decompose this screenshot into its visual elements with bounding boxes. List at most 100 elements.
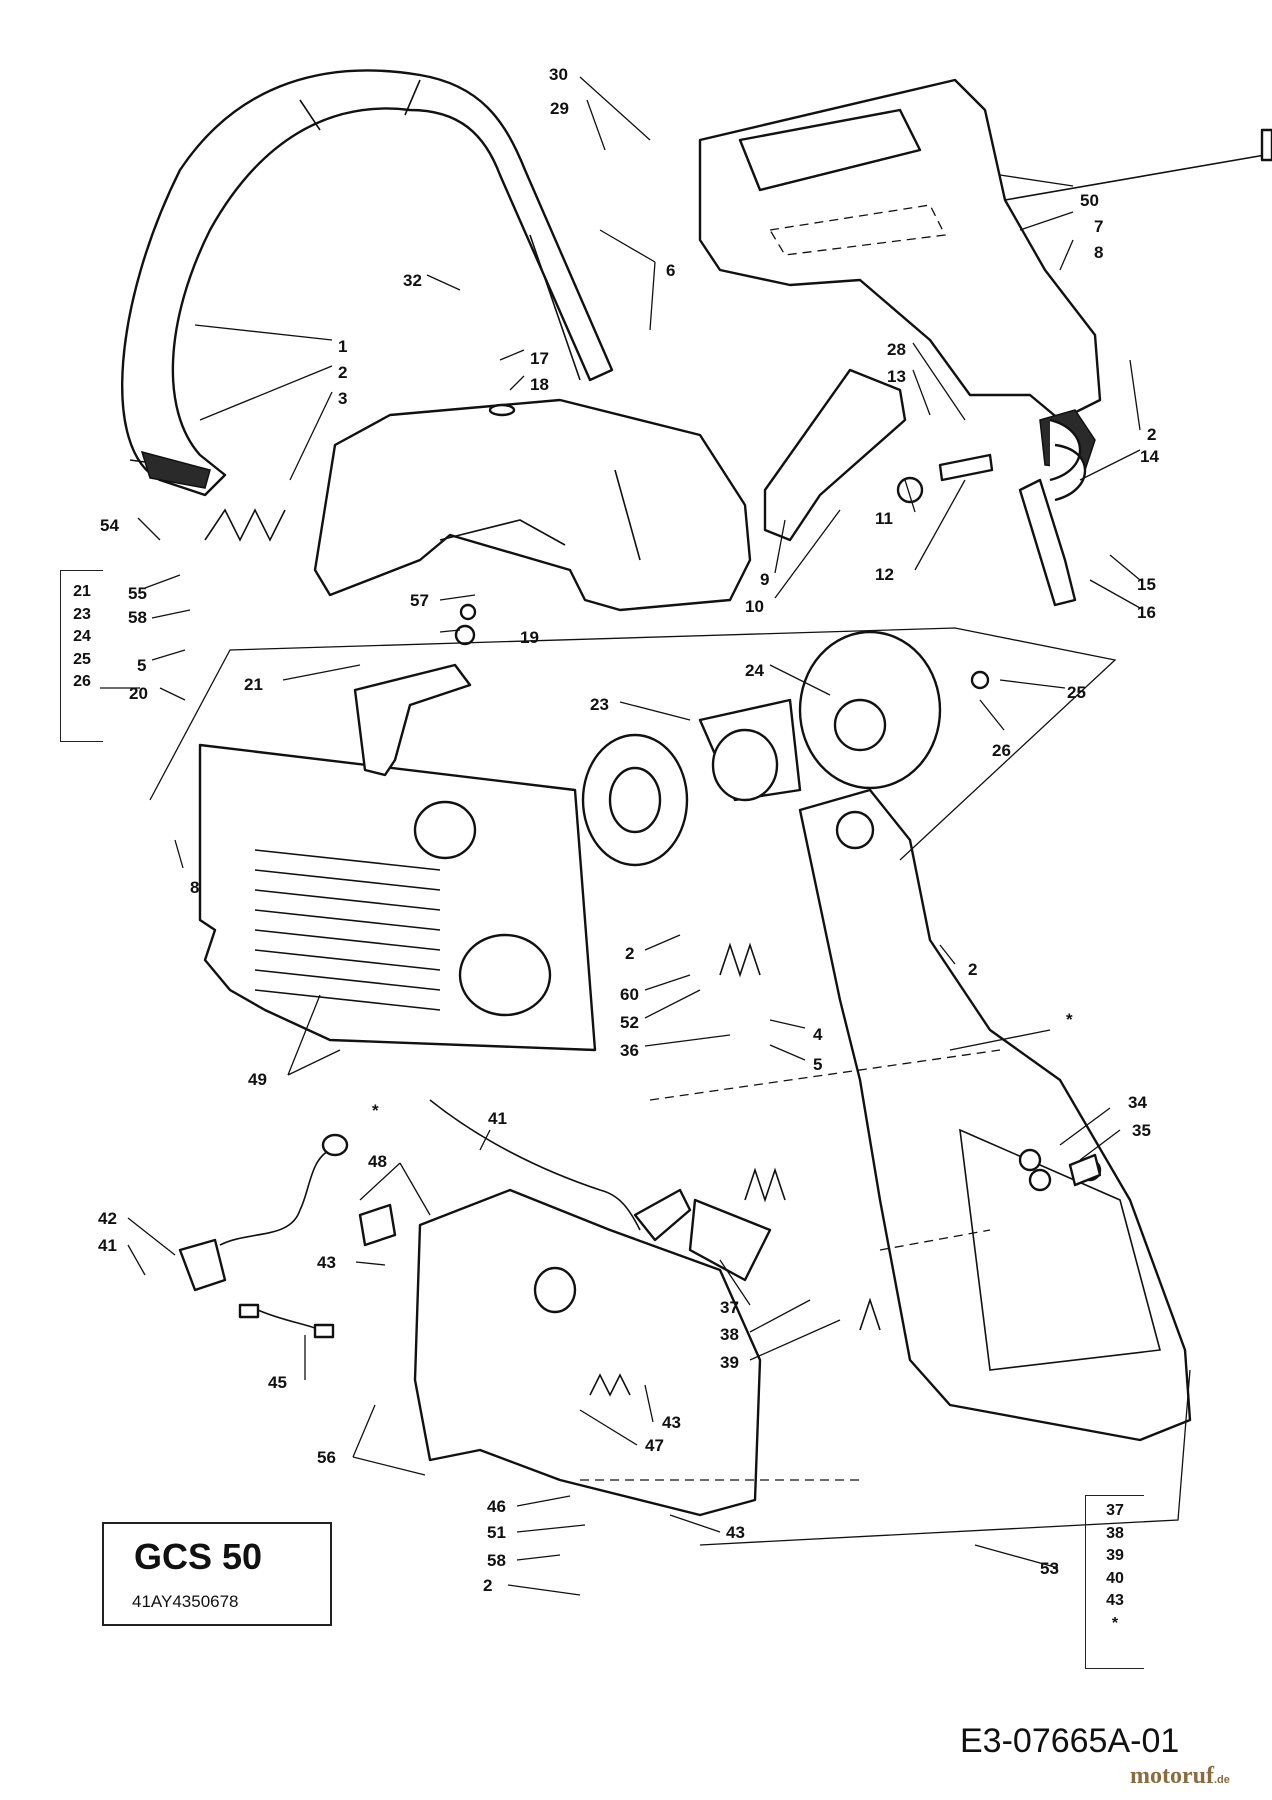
callout-23: 23 xyxy=(590,695,609,714)
diagram-code: E3-07665A-01 xyxy=(960,1722,1180,1760)
kit-list-starter: 21 23 24 25 26 xyxy=(60,570,103,742)
model-info-box: GCS 50 41AY4350678 xyxy=(102,1522,332,1626)
callout-7: 7 xyxy=(1094,217,1103,236)
leader-lines xyxy=(127,76,1141,1596)
callout-29: 29 xyxy=(550,99,569,118)
callout-55: 55 xyxy=(128,584,147,603)
kit-item: 38 xyxy=(1106,1524,1124,1542)
rewind-starter-drawing xyxy=(581,630,990,867)
callout-19: 19 xyxy=(520,628,539,647)
group-brackets xyxy=(100,627,1191,1546)
air-filter-cover-drawing xyxy=(698,78,1272,422)
callout-6: 6 xyxy=(666,261,675,280)
callout-41: 41 xyxy=(488,1109,507,1128)
callout-43b: 43 xyxy=(662,1413,681,1432)
kit-list-handle: 37 38 39 40 43 * xyxy=(1085,1495,1144,1669)
callout-45: 45 xyxy=(268,1373,287,1392)
callout-41b: 41 xyxy=(98,1236,117,1255)
callout-16: 16 xyxy=(1137,603,1156,622)
springs-and-hardware-drawing xyxy=(204,508,1102,1397)
callout-51: 51 xyxy=(487,1523,506,1542)
callout-42: 42 xyxy=(98,1209,117,1228)
callout-asterisk-a: * xyxy=(1066,1010,1073,1029)
callout-24: 24 xyxy=(745,661,764,680)
callout-15: 15 xyxy=(1137,575,1156,594)
callout-43c: 43 xyxy=(726,1523,745,1542)
callout-50: 50 xyxy=(1080,191,1099,210)
kit-item: 39 xyxy=(1106,1547,1124,1564)
callout-35: 35 xyxy=(1132,1121,1151,1140)
callout-2: 2 xyxy=(338,363,347,382)
brand-watermark: motoruf.de xyxy=(1130,1763,1230,1790)
callout-2d: 2 xyxy=(968,960,977,979)
top-cover-drawing xyxy=(313,398,752,612)
model-number: 41AY4350678 xyxy=(132,1592,239,1611)
callout-5: 5 xyxy=(137,656,146,675)
callout-3: 3 xyxy=(338,389,347,408)
callout-2b: 2 xyxy=(1147,425,1156,444)
callout-20: 20 xyxy=(129,684,148,703)
kit-item: 26 xyxy=(73,673,91,690)
callout-39: 39 xyxy=(720,1353,739,1372)
callout-asterisk-b: * xyxy=(372,1101,379,1120)
callout-57: 57 xyxy=(410,591,429,610)
callout-32: 32 xyxy=(403,271,422,290)
callout-52: 52 xyxy=(620,1013,639,1032)
crankcase-half-drawing xyxy=(798,788,1192,1442)
brand-name: motoruf xyxy=(1130,1763,1214,1789)
callout-1: 1 xyxy=(338,337,347,356)
callout-2e: 2 xyxy=(483,1576,492,1595)
callout-28: 28 xyxy=(887,340,906,359)
callout-12: 12 xyxy=(875,565,894,584)
callout-14: 14 xyxy=(1140,447,1159,466)
callout-37: 37 xyxy=(720,1298,739,1317)
callout-43: 43 xyxy=(317,1253,336,1272)
callout-labels: 30 29 50 7 8 6 32 1 2 17 18 3 28 13 2 14… xyxy=(98,65,1159,1595)
callout-58: 58 xyxy=(128,608,147,627)
callout-38: 38 xyxy=(720,1325,739,1344)
callout-21: 21 xyxy=(244,675,263,694)
kit-item: 25 xyxy=(73,650,91,668)
callout-13: 13 xyxy=(887,367,906,386)
callout-4: 4 xyxy=(813,1025,823,1044)
kit-item: 23 xyxy=(73,605,91,623)
callout-36: 36 xyxy=(620,1041,639,1060)
kit-item: 40 xyxy=(1106,1569,1124,1587)
kit-item: 21 xyxy=(73,583,91,600)
kit-item: 37 xyxy=(1106,1502,1124,1519)
starter-housing-drawing xyxy=(198,663,597,1052)
callout-54: 54 xyxy=(100,516,119,535)
brake-lever-assembly-drawing xyxy=(763,368,1096,607)
callout-48: 48 xyxy=(368,1152,387,1171)
assembly-guide-lines xyxy=(580,1049,1001,1481)
callout-2c: 2 xyxy=(625,944,634,963)
callout-8: 8 xyxy=(1094,243,1103,262)
callout-17: 17 xyxy=(530,349,549,368)
brand-suffix: .de xyxy=(1213,1774,1230,1786)
callout-56: 56 xyxy=(317,1448,336,1467)
throttle-cable-drawing xyxy=(429,1099,641,1231)
callout-5b: 5 xyxy=(813,1055,822,1074)
kit-item: * xyxy=(1111,1614,1119,1632)
callout-9: 9 xyxy=(760,570,769,589)
callout-49: 49 xyxy=(248,1070,267,1089)
callout-10: 10 xyxy=(745,597,764,616)
callout-11: 11 xyxy=(875,509,893,528)
callout-18: 18 xyxy=(530,375,549,394)
callout-8b: 8 xyxy=(190,878,199,897)
rear-handle-drawing xyxy=(413,1188,772,1517)
callout-60: 60 xyxy=(620,985,639,1004)
model-name: GCS 50 xyxy=(134,1536,263,1577)
callout-58b: 58 xyxy=(487,1551,506,1570)
kit-item: 24 xyxy=(73,628,91,645)
kit-item: 43 xyxy=(1106,1592,1124,1609)
callout-26: 26 xyxy=(992,741,1011,760)
callout-34: 34 xyxy=(1128,1093,1147,1112)
callout-30: 30 xyxy=(549,65,568,84)
handle-bar-drawing xyxy=(121,69,614,497)
ignition-coil-drawing xyxy=(178,1133,397,1339)
callout-25: 25 xyxy=(1067,683,1086,702)
callout-46: 46 xyxy=(487,1497,506,1516)
callout-53: 53 xyxy=(1040,1559,1059,1578)
